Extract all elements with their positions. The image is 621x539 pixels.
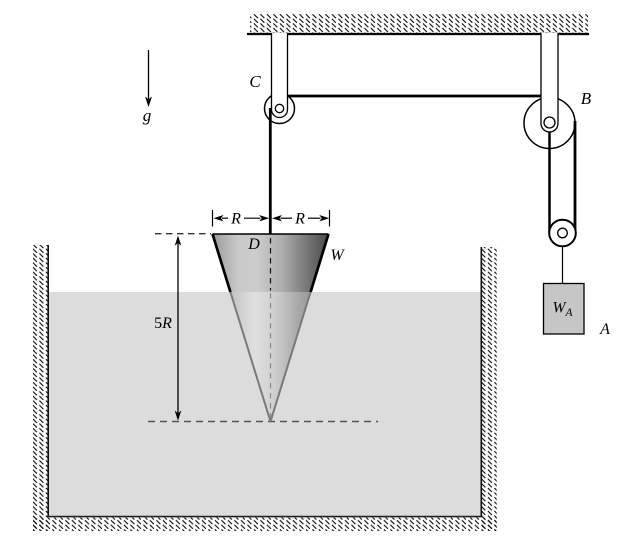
radius-left-label: R xyxy=(230,211,241,228)
arrowhead-right-icon xyxy=(259,215,270,222)
tank-left-wall-hatch xyxy=(33,245,48,531)
tank-right-wall-hatch xyxy=(482,247,497,531)
weight-subscript: A xyxy=(564,307,573,319)
weight-block xyxy=(542,282,585,335)
arrowhead-down-icon xyxy=(145,96,152,107)
arrowhead-left-icon xyxy=(272,215,282,222)
arrowhead-up-icon xyxy=(174,235,182,246)
cone-weight-label: W xyxy=(330,247,345,264)
arrowhead-down-icon xyxy=(174,410,182,421)
cone xyxy=(211,233,330,422)
arrowhead-right-icon xyxy=(319,215,330,222)
pulley-c-axle xyxy=(274,103,285,114)
block-point-label: A xyxy=(599,321,610,338)
cone-right-edge xyxy=(309,233,330,293)
cone-left-edge xyxy=(211,233,232,293)
depth-label: 5R xyxy=(154,315,172,332)
depth-value: 5 xyxy=(154,315,162,332)
pulley-lower-axle xyxy=(557,227,568,239)
ceiling-hatch xyxy=(250,14,588,34)
depth-symbol: R xyxy=(161,315,172,332)
pulley-b-axle xyxy=(543,116,556,129)
tank-floor-hatch xyxy=(33,517,497,531)
cone-submerged-left-edge xyxy=(229,291,272,422)
pulley-c-label: C xyxy=(249,72,261,91)
radius-right-label: R xyxy=(294,211,305,228)
pulley-c-bracket xyxy=(270,33,289,119)
gravity-arrow xyxy=(145,50,152,107)
weight-block-label: WA xyxy=(553,300,574,320)
arrowhead-left-icon xyxy=(213,215,224,222)
radius-dimension xyxy=(211,210,331,227)
pulley-b-bracket xyxy=(540,33,559,133)
depth-dimension-arrow xyxy=(174,235,182,421)
weight-symbol: W xyxy=(553,300,568,317)
cone-top-point-label: D xyxy=(247,236,260,253)
pulley-b-label: B xyxy=(581,89,592,108)
gravity-label: g xyxy=(143,106,152,125)
cone-submerged-right-edge xyxy=(269,291,312,422)
